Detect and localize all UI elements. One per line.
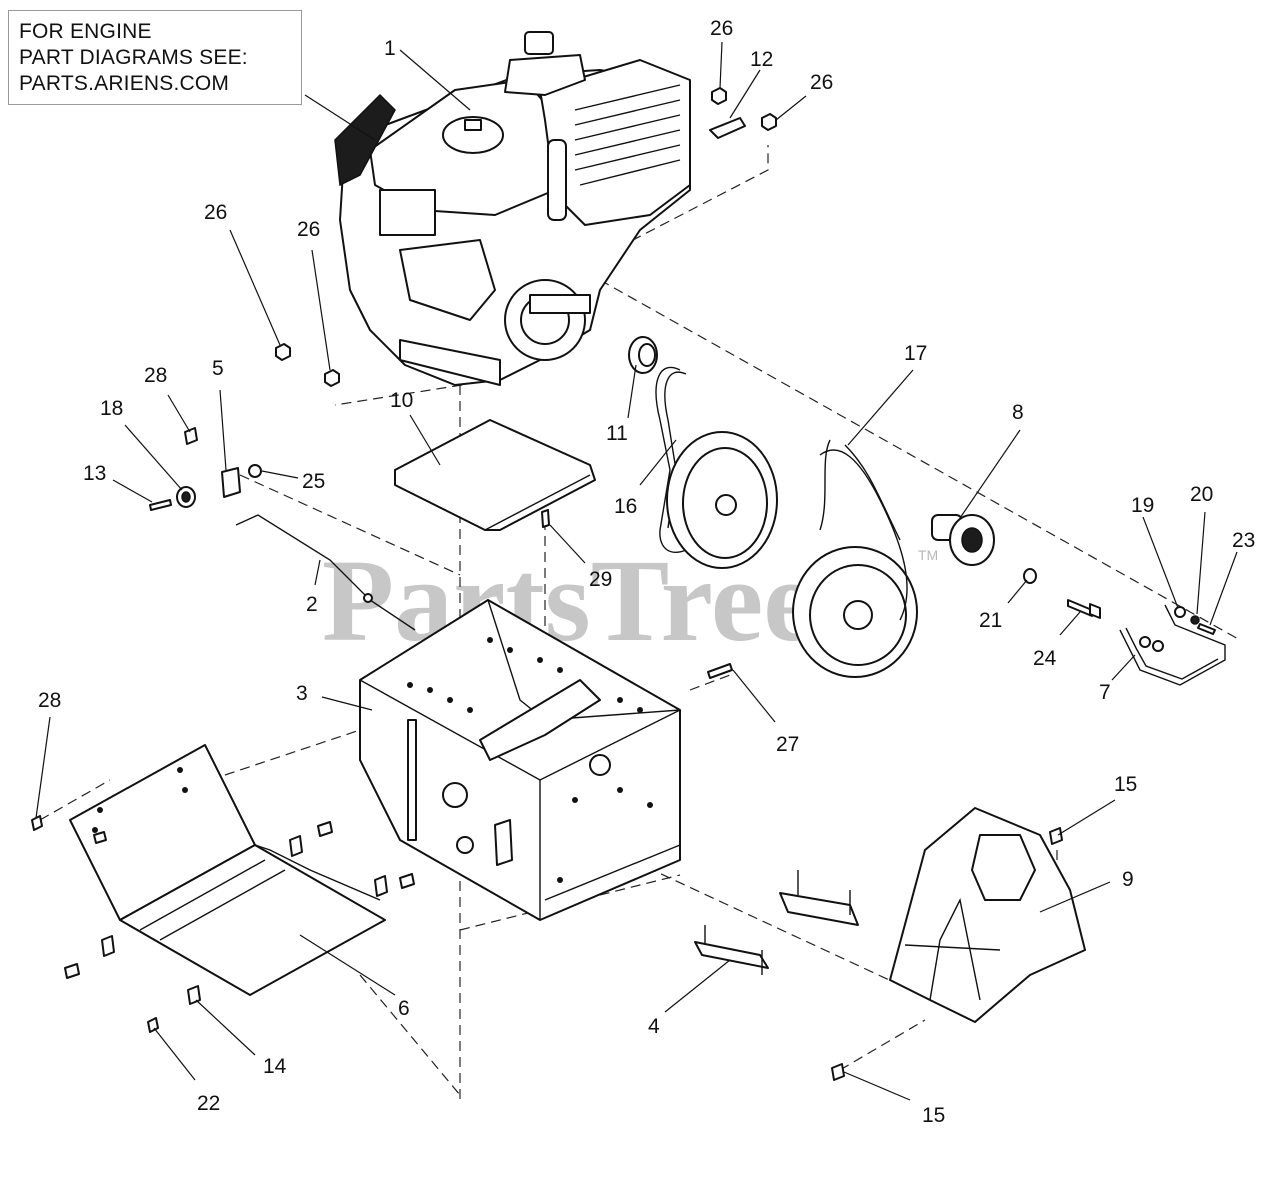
callout-2: 2	[306, 593, 318, 616]
plate-6[interactable]	[69, 744, 386, 996]
pin-23[interactable]	[1197, 623, 1216, 635]
callout-5: 5	[212, 357, 224, 380]
callout-9: 9	[1122, 868, 1134, 891]
linkage-7[interactable]	[1119, 604, 1226, 686]
screws-frame-6[interactable]	[64, 821, 415, 979]
clip-14[interactable]	[187, 985, 201, 1005]
nut-26-top[interactable]	[711, 87, 727, 105]
callout-27: 27	[776, 733, 799, 756]
callout-18: 18	[100, 397, 123, 420]
bracket-4[interactable]	[694, 870, 859, 975]
engine-parts-note: FOR ENGINE PART DIAGRAMS SEE: PARTS.ARIE…	[8, 10, 302, 105]
belt-cover-9[interactable]	[889, 807, 1086, 1023]
rod-2[interactable]	[235, 514, 416, 631]
callout-25: 25	[302, 470, 325, 493]
callout-29: 29	[589, 568, 612, 591]
callout-26-left: 26	[204, 201, 227, 224]
belt-pulley-17[interactable]	[792, 439, 918, 678]
note-line-2: PART DIAGRAMS SEE:	[19, 46, 248, 69]
callout-28-left: 28	[38, 689, 61, 712]
callout-21: 21	[979, 609, 1002, 632]
callout-16: 16	[614, 495, 637, 518]
pin-22[interactable]	[147, 1017, 159, 1033]
callout-6: 6	[398, 997, 410, 1020]
callout-3: 3	[296, 682, 308, 705]
bolt-28-left[interactable]	[31, 815, 43, 831]
callout-20: 20	[1190, 483, 1213, 506]
washer-25[interactable]	[248, 464, 262, 478]
belt-pulley-16[interactable]	[655, 366, 780, 569]
callout-19: 19	[1131, 494, 1154, 517]
nut-20[interactable]	[1190, 615, 1200, 625]
screw-15-bottom[interactable]	[831, 1063, 845, 1081]
nut-26-mid[interactable]	[324, 369, 340, 387]
heat-shield-plate-10[interactable]	[394, 419, 596, 531]
callout-7: 7	[1099, 681, 1111, 704]
bolt-27[interactable]	[707, 663, 733, 679]
pulley-11[interactable]	[628, 336, 658, 374]
note-line-3: PARTS.ARIENS.COM	[19, 72, 230, 95]
callout-17: 17	[904, 342, 927, 365]
callout-15-bottom: 15	[922, 1104, 945, 1127]
engine[interactable]	[334, 31, 691, 386]
bracket-5[interactable]	[221, 467, 241, 498]
callout-14: 14	[263, 1055, 287, 1078]
frame-3[interactable]	[359, 599, 681, 921]
clutch-8[interactable]	[931, 514, 995, 566]
callout-15-top: 15	[1114, 773, 1137, 796]
watermark-tm: TM	[918, 547, 938, 563]
callout-8: 8	[1012, 401, 1024, 424]
bolt-13[interactable]	[149, 499, 172, 511]
callout-22: 22	[197, 1092, 220, 1115]
pin-29[interactable]	[541, 509, 550, 528]
callout-26-mid: 26	[297, 218, 320, 241]
callout-26-top: 26	[710, 17, 733, 40]
callout-labels: 1 26 12 26 26 26 17 28 5 10 8 18 11 13 2…	[38, 17, 1255, 1127]
screw-15-top[interactable]	[1049, 827, 1063, 845]
bolt-24[interactable]	[1067, 599, 1101, 619]
washer-21[interactable]	[1023, 568, 1037, 584]
callout-23: 23	[1232, 529, 1255, 552]
callout-12: 12	[750, 48, 773, 71]
callout-1: 1	[384, 37, 396, 60]
callout-4: 4	[648, 1015, 660, 1038]
callout-26-right: 26	[810, 71, 833, 94]
nut-26-right[interactable]	[761, 113, 777, 131]
washer-19[interactable]	[1174, 606, 1186, 618]
leader-lines	[35, 41, 1238, 1101]
bracket-12[interactable]	[709, 117, 746, 139]
callout-10: 10	[390, 389, 413, 412]
note-line-1: FOR ENGINE	[19, 20, 152, 43]
callout-28-top: 28	[144, 364, 167, 387]
pulley-18[interactable]	[176, 486, 196, 508]
callout-11: 11	[606, 422, 628, 445]
bolt-28-top[interactable]	[184, 427, 198, 445]
callout-13: 13	[83, 462, 106, 485]
nut-26-left[interactable]	[275, 343, 291, 361]
callout-24: 24	[1033, 647, 1057, 670]
